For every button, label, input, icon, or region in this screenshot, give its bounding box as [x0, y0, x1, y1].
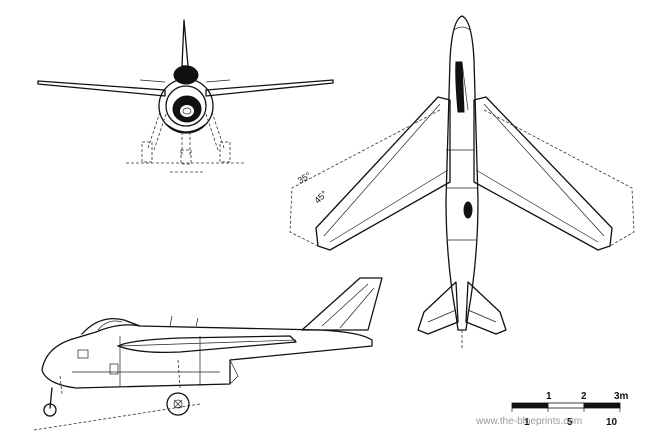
watermark-text: www.the-blueprints.com: [475, 416, 582, 427]
scale-tick-3m: 3m: [614, 391, 629, 402]
scale-tick-5ft: 5: [567, 417, 573, 428]
sweep-angle-label-45: 45°: [312, 189, 329, 206]
scale-tick-10ft: 10: [606, 417, 618, 428]
top-view: 35° 45°: [289, 15, 635, 350]
scale-bar: 1 2 3m 1 5 10: [511, 391, 629, 428]
scale-tick-2m: 2: [581, 391, 587, 402]
sweep-angle-label-35: 35°: [296, 170, 313, 186]
scale-tick-1ft: 1: [524, 417, 530, 428]
scale-tick-1m: 1: [546, 391, 552, 402]
side-view: [33, 277, 383, 431]
front-view: [37, 19, 334, 173]
